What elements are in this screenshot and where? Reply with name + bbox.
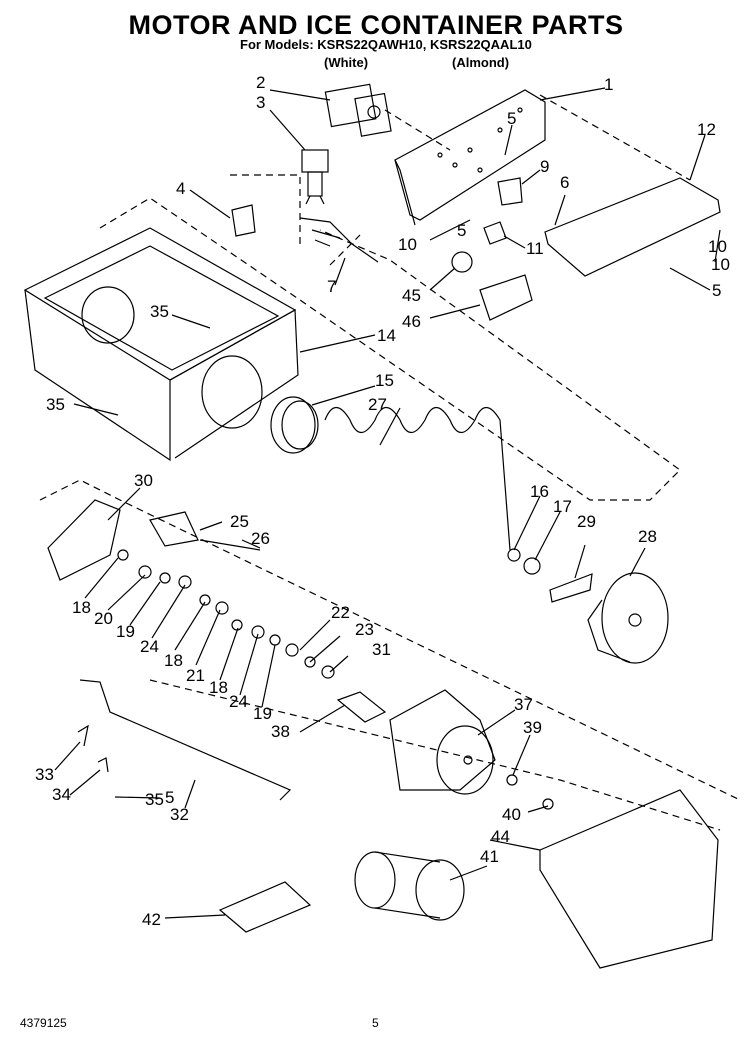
shaft-part (199, 539, 261, 551)
small-parts-chain (117, 549, 335, 679)
callout-label: 40 (502, 805, 521, 824)
coupler-part (354, 851, 465, 921)
callout-label: 25 (230, 512, 249, 531)
solenoid-part (301, 149, 329, 205)
callout-label: 41 (480, 847, 499, 866)
impeller-wheel (587, 572, 669, 664)
washer-part (507, 548, 521, 562)
callout-label: 45 (402, 286, 421, 305)
page-number: 5 (372, 1016, 379, 1030)
callout-label: 15 (375, 371, 394, 390)
callout-label: 39 (523, 718, 542, 737)
pad-part (218, 881, 312, 933)
callout-label: 35 (46, 395, 65, 414)
relay-part (324, 83, 392, 137)
callout-label: 31 (372, 640, 391, 659)
assembly-guide-lines (39, 94, 741, 831)
light-bulb (451, 251, 473, 273)
auger-spring (324, 406, 511, 551)
callout-label: 5 (712, 281, 721, 300)
callout-label: 2 (256, 73, 265, 92)
crusher-plate (47, 499, 121, 581)
cover-plate (544, 177, 721, 277)
callout-label: 32 (170, 805, 189, 824)
callout-label: 33 (35, 765, 54, 784)
clip-part (97, 757, 109, 773)
color-almond-label: (Almond) (452, 55, 510, 70)
callout-label: 10 (398, 235, 417, 254)
callout-label: 35 (150, 302, 169, 321)
auger-motor (389, 689, 496, 795)
callout-label: 5 (165, 788, 174, 807)
wire-harness (299, 217, 379, 263)
callout-label: 19 (253, 704, 272, 723)
callout-label: 10 (711, 255, 730, 274)
document-number: 4379125 (20, 1016, 67, 1030)
callout-label: 9 (540, 157, 549, 176)
switch-part (497, 177, 523, 206)
light-socket (483, 221, 507, 245)
models-line: For Models: KSRS22QAWH10, KSRS22QAAL10 (240, 37, 532, 52)
callout-label: 22 (331, 603, 350, 622)
callout-label: 27 (368, 395, 387, 414)
callout-label: 14 (377, 326, 396, 345)
clip-part (77, 724, 89, 747)
callout-label: 18 (164, 651, 183, 670)
ice-container-housing (23, 227, 299, 462)
callout-label: 28 (638, 527, 657, 546)
color-white-label: (White) (324, 55, 369, 70)
callout-label: 11 (526, 239, 544, 258)
callout-label: 38 (271, 722, 290, 741)
callout-label: 29 (577, 512, 596, 531)
callout-label: 10 (708, 237, 727, 256)
callout-label: 16 (530, 482, 549, 501)
callout-label: 18 (72, 598, 91, 617)
callout-label: 23 (355, 620, 374, 639)
callout-label: 20 (94, 609, 113, 628)
washer-part (506, 774, 518, 786)
actuator-rod (79, 679, 292, 801)
callout-label: 3 (256, 93, 265, 112)
callout-label: 7 (327, 277, 336, 296)
callout-label: 18 (209, 678, 228, 697)
nut-part (542, 798, 554, 810)
bracket-part (231, 204, 256, 237)
callout-labels: 1 2 3 4 5 5 5 5 6 7 9 10 10 10 11 12 14 … (35, 73, 730, 929)
callout-label: 21 (186, 666, 205, 685)
bushing-part (270, 396, 319, 454)
callout-label: 6 (560, 173, 569, 192)
callout-label: 17 (553, 497, 572, 516)
callout-label: 37 (514, 695, 533, 714)
callout-label: 34 (52, 785, 71, 804)
motor-bracket (336, 691, 387, 723)
callout-label: 4 (176, 179, 185, 198)
leader-lines (54, 87, 721, 919)
callout-label: 5 (507, 109, 516, 128)
control-plate (394, 89, 546, 226)
callout-label: 19 (116, 622, 135, 641)
crusher-blade (549, 573, 593, 603)
callout-label: 24 (140, 637, 159, 656)
callout-label: 46 (402, 312, 421, 331)
callout-label: 30 (134, 471, 153, 490)
callout-label: 42 (142, 910, 161, 929)
front-cover (539, 789, 719, 969)
callout-label: 12 (697, 120, 716, 139)
callout-label: 35 (145, 790, 164, 809)
callout-label: 44 (491, 827, 510, 846)
light-holder (479, 274, 533, 321)
callout-label: 5 (457, 221, 466, 240)
callout-label: 1 (604, 75, 613, 94)
page-title: MOTOR AND ICE CONTAINER PARTS (128, 10, 624, 40)
callout-label: 26 (251, 529, 270, 548)
gear-part (149, 511, 199, 547)
callout-label: 24 (229, 692, 248, 711)
nut-part (523, 557, 541, 575)
